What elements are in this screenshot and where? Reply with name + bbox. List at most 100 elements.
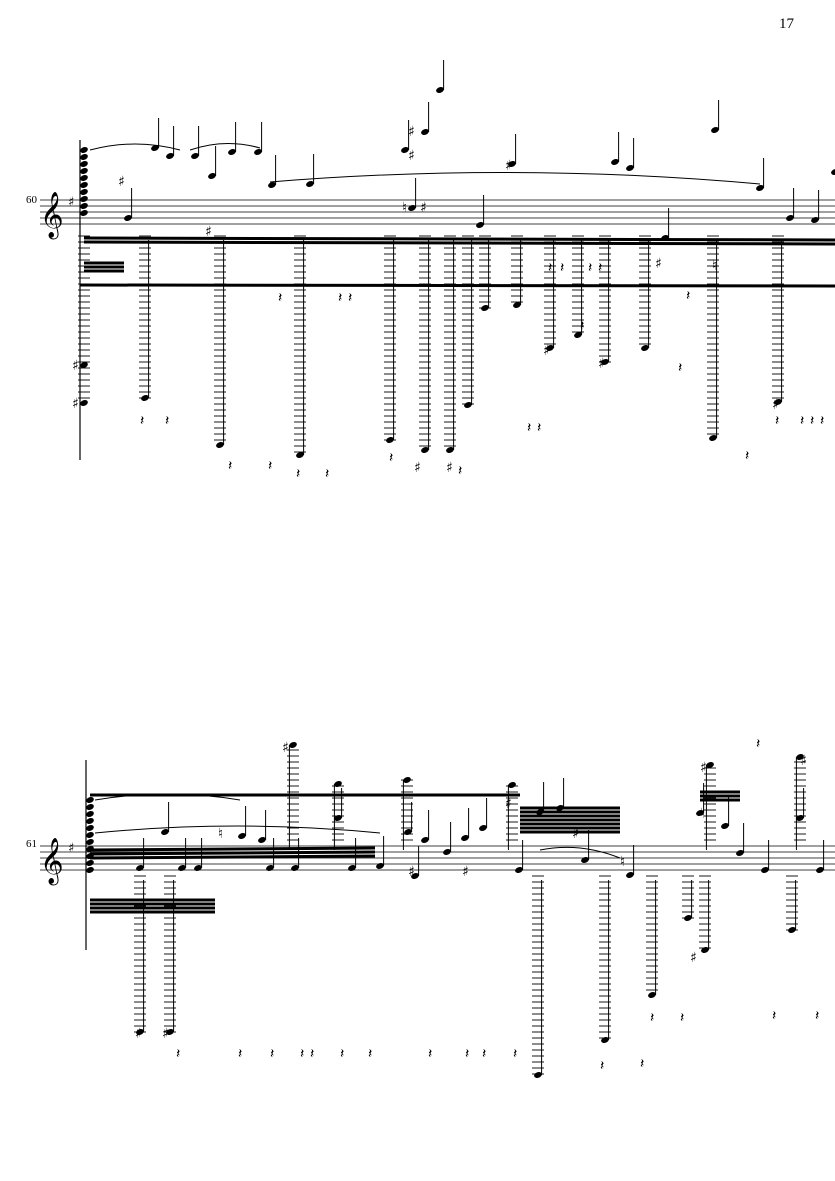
notehead (581, 857, 589, 863)
measure-number-61: 61 (26, 838, 37, 850)
notehead (721, 823, 729, 829)
accidental-sharp-icon: ♯ (72, 358, 79, 374)
accidental-sharp-icon: ♯ (505, 796, 512, 812)
rest-icon: 𝄽 (278, 290, 282, 306)
rest-icon: 𝄽 (598, 260, 602, 276)
notehead (86, 825, 94, 831)
accidental-natural-icon: ♮ (218, 826, 223, 842)
slur (94, 793, 241, 801)
notehead (401, 147, 409, 153)
accidental-sharp-icon: ♯ (598, 356, 605, 372)
rest-icon: 𝄽 (389, 450, 393, 466)
notehead (601, 1037, 609, 1043)
notehead (86, 867, 94, 873)
accidental-sharp-icon: ♯ (655, 256, 662, 272)
rest-icon: 𝄽 (745, 448, 749, 464)
rest-icon: 𝄽 (348, 290, 352, 306)
notehead (86, 860, 94, 866)
notehead (80, 168, 88, 174)
accidental-sharp-icon: ♯ (700, 760, 707, 776)
rest-icon: 𝄽 (268, 458, 272, 474)
notehead (706, 762, 714, 768)
notehead (86, 832, 94, 838)
rest-icon: 𝄽 (815, 1008, 819, 1024)
notehead (80, 203, 88, 209)
notehead (461, 835, 469, 841)
notehead (481, 305, 489, 311)
accidental-sharp-icon: ♯ (118, 174, 125, 190)
accidental-sharp-icon: ♯ (408, 148, 415, 164)
treble-clef-icon: 𝄞 (40, 192, 64, 240)
rest-icon: 𝄽 (482, 1046, 486, 1062)
rest-icon: 𝄽 (537, 420, 541, 436)
notehead (701, 947, 709, 953)
notehead (306, 181, 314, 187)
notehead (761, 867, 769, 873)
rest-icon: 𝄽 (772, 1008, 776, 1024)
accidental-sharp-icon: ♯ (408, 124, 415, 140)
accidental-sharp-icon: ♯ (135, 1026, 142, 1042)
notehead (421, 447, 429, 453)
beam (89, 850, 376, 856)
notehead (661, 235, 669, 241)
notehead (268, 182, 276, 188)
notehead (136, 865, 144, 871)
accidental-natural-icon: ♮ (700, 806, 705, 822)
notehead (80, 175, 88, 181)
notehead (80, 154, 88, 160)
system-2: 𝄞♯♯♯♯♯♯♯♯♯♯♯♮♮♮𝄽𝄽𝄽𝄽𝄽𝄽𝄽𝄽𝄽𝄽𝄽𝄽𝄽𝄽𝄽𝄽𝄽𝄽 (40, 736, 835, 1078)
notehead (816, 867, 824, 873)
beam (83, 236, 835, 242)
rest-icon: 𝄽 (458, 463, 462, 479)
notehead (404, 829, 412, 835)
notehead (161, 829, 169, 835)
notehead (386, 437, 394, 443)
rest-icon: 𝄽 (680, 1010, 684, 1026)
notehead (216, 442, 224, 448)
notehead (515, 867, 523, 873)
notehead (411, 873, 419, 879)
rest-icon: 𝄽 (228, 458, 232, 474)
rest-icon: 𝄽 (588, 260, 592, 276)
slur (269, 171, 761, 185)
notehead (86, 818, 94, 824)
rest-icon: 𝄽 (775, 413, 779, 429)
notehead (536, 809, 544, 815)
rest-icon: 𝄽 (678, 360, 682, 376)
rest-icon: 𝄽 (513, 1046, 517, 1062)
notehead (508, 161, 516, 167)
measure-number-60: 60 (26, 194, 37, 206)
rest-icon: 𝄽 (650, 1010, 654, 1026)
key-signature-sharp-icon: ♯ (68, 195, 74, 210)
notehead (334, 815, 342, 821)
accidental-sharp-icon: ♯ (690, 950, 697, 966)
notehead (376, 863, 384, 869)
notehead (238, 833, 246, 839)
notehead (408, 205, 416, 211)
notehead (166, 1029, 174, 1035)
rest-icon: 𝄽 (238, 1046, 242, 1062)
notehead (80, 182, 88, 188)
notehead (574, 332, 582, 338)
notehead (194, 865, 202, 871)
accidental-sharp-icon: ♯ (572, 826, 579, 842)
accidental-sharp-icon: ♯ (446, 460, 453, 476)
notehead (80, 210, 88, 216)
rest-icon: 𝄽 (338, 290, 342, 306)
accidental-sharp-icon: ♯ (772, 397, 779, 413)
notehead (436, 87, 444, 93)
accidental-sharp-icon: ♯ (420, 200, 427, 216)
notehead (756, 185, 764, 191)
beam (89, 854, 376, 860)
notehead (124, 215, 132, 221)
notehead (403, 777, 411, 783)
notehead (136, 1029, 144, 1035)
notehead (166, 153, 174, 159)
accidental-sharp-icon: ♯ (282, 740, 289, 756)
accidental-sharp-icon: ♯ (543, 343, 550, 359)
notehead (86, 811, 94, 817)
notehead (626, 872, 634, 878)
notehead (711, 127, 719, 133)
notehead (258, 837, 266, 843)
